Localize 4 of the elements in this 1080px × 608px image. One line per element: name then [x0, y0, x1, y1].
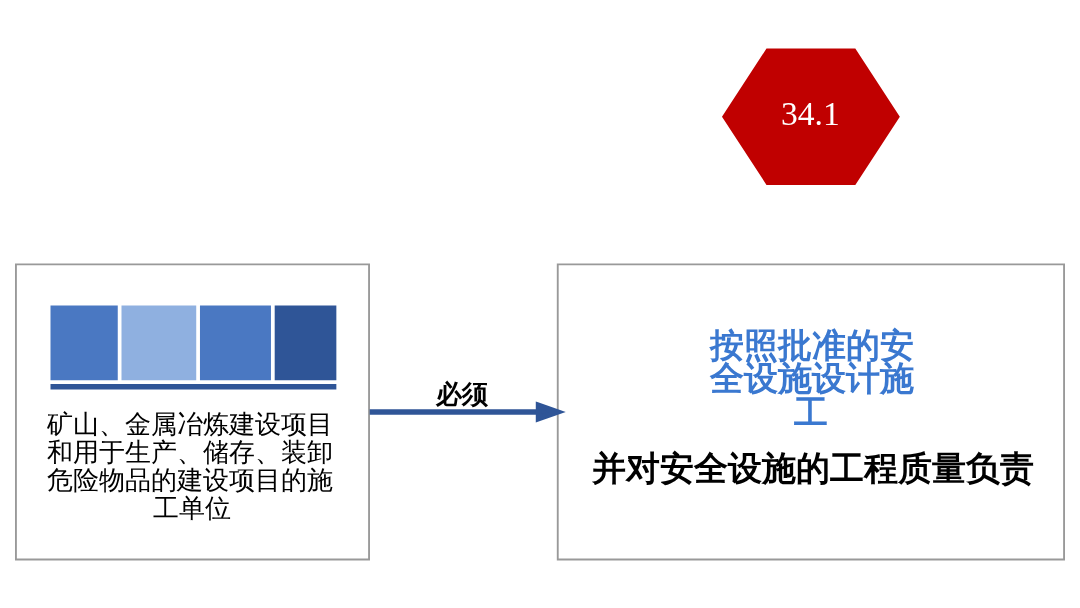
node-box: 按照批准的安全设施设计施工 并对安全设施的工程质量负责	[556, 262, 1065, 560]
node-box: 矿山、金属冶炼建设项目和用于生产、储存、装卸危险物品的建设项目的施工单位	[15, 262, 370, 560]
edge-label: 必须	[436, 378, 489, 409]
arrow	[369, 400, 566, 422]
